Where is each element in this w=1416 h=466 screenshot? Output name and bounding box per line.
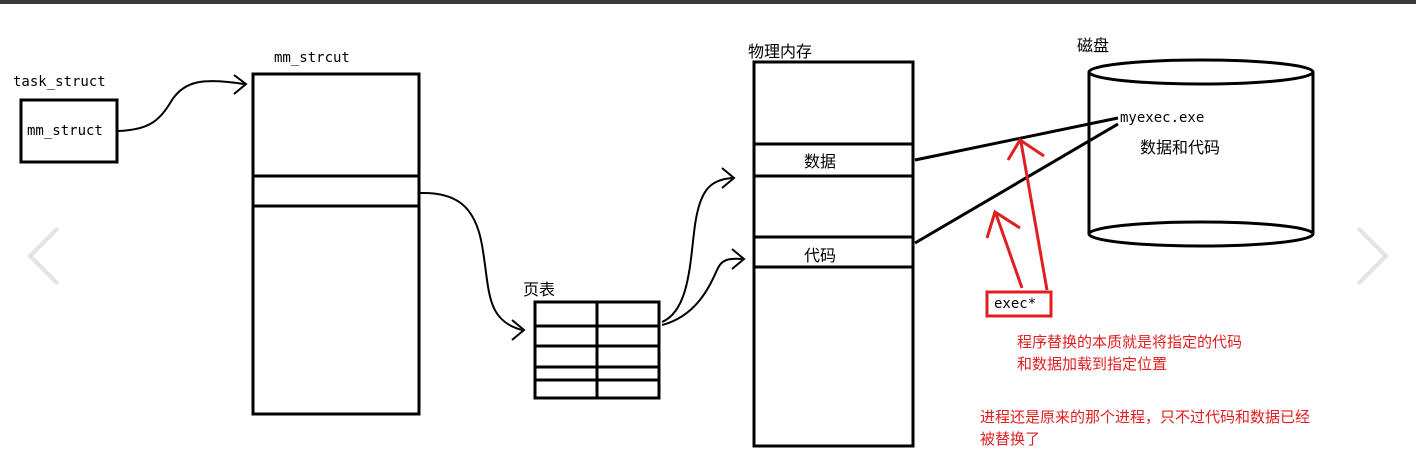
arrow-task-to-mm (117, 80, 245, 132)
mm-struct-field-label: mm_struct (27, 123, 103, 139)
arrow-mm-to-pagetable (419, 191, 523, 331)
data-block-label: 数据 (804, 152, 837, 171)
essence-note-line1: 程序替换的本质就是将指定的代码 (1017, 333, 1243, 351)
top-bar (0, 0, 1416, 4)
exec-arrow-long (1019, 141, 1049, 291)
disk-content-label: 数据和代码 (1140, 138, 1221, 157)
mm-strcut-box (251, 72, 421, 416)
exec-arrow-short (994, 213, 1024, 289)
data-block (752, 142, 915, 178)
disk-file-label: myexec.exe (1120, 110, 1205, 126)
physical-memory-label: 物理内存 (748, 42, 813, 61)
load-line-code (914, 122, 1119, 245)
task-struct-label: task_struct (13, 74, 106, 90)
process-note-line2: 被替换了 (980, 430, 1041, 448)
essence-note-line2: 和数据加载到指定位置 (1017, 355, 1168, 373)
code-block-label: 代码 (804, 246, 837, 265)
chevron-left-icon[interactable] (27, 226, 60, 286)
chevron-right-icon[interactable] (1356, 226, 1389, 286)
load-line-data (914, 116, 1119, 162)
exec-call-box (985, 290, 1053, 318)
code-block (752, 235, 915, 269)
page-table-label: 页表 (523, 280, 556, 299)
disk-cylinder (1087, 58, 1315, 248)
disk-label: 磁盘 (1077, 36, 1110, 55)
task-struct-box (19, 98, 119, 164)
exec-call-label: exec* (994, 296, 1037, 312)
process-note-line1: 进程还是原来的那个进程，只不过代码和数据已经 (980, 408, 1311, 426)
arrow-pagetable-to-data (661, 177, 733, 323)
arrow-pagetable-to-code (661, 257, 743, 326)
mm-strcut-label: mm_strcut (274, 50, 350, 66)
